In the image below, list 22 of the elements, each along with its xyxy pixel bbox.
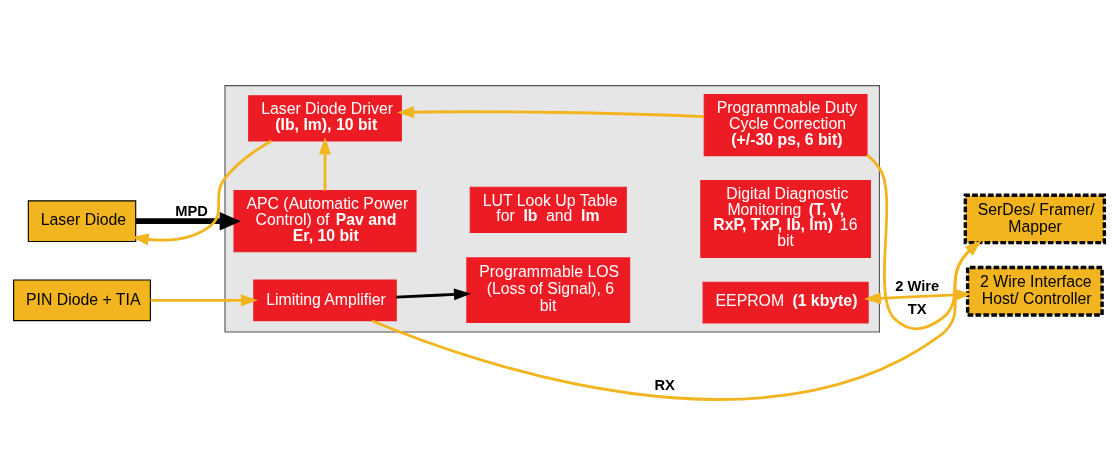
arrow — [150, 294, 258, 307]
node-box: APC (Automatic Power Control) of Pav and Er, 10 bit — [233, 190, 417, 253]
node-box: LUT Look Up Table for Ib and Im — [469, 186, 627, 234]
node-box: Programmable Duty Cycle Correction (+/-30 ps, 6 bit) — [703, 94, 868, 157]
node-box: Laser Diode — [27, 200, 137, 243]
node-box: PIN Diode + TIA — [13, 279, 151, 322]
arrow — [397, 106, 704, 119]
node-box: Laser Diode Driver (Ib, Im), 10 bit — [248, 95, 402, 142]
arrow — [319, 137, 331, 191]
edge-label: RX — [654, 377, 675, 394]
arrow — [864, 288, 972, 305]
arrow — [136, 211, 241, 231]
node-box: Programmable LOS (Loss of Signal), 6 bit — [466, 257, 631, 323]
node-box: Digital Diagnostic Monitoring (T, V, RxP, TxP, Ib, Im) 16 bit — [700, 179, 871, 258]
node-box: SerDes/ Framer/ Mapper — [963, 193, 1107, 245]
arrow — [396, 288, 471, 301]
edge-label: MPD — [175, 203, 208, 219]
node-box: Limiting Amplifier — [253, 279, 397, 322]
node-box: EEPROM (1 kbyte) — [702, 281, 869, 324]
node-box: 2 Wire Interface Host/ Controller — [965, 265, 1104, 317]
edge-label: 2 Wire — [895, 277, 940, 294]
edge-label: TX — [907, 301, 927, 318]
